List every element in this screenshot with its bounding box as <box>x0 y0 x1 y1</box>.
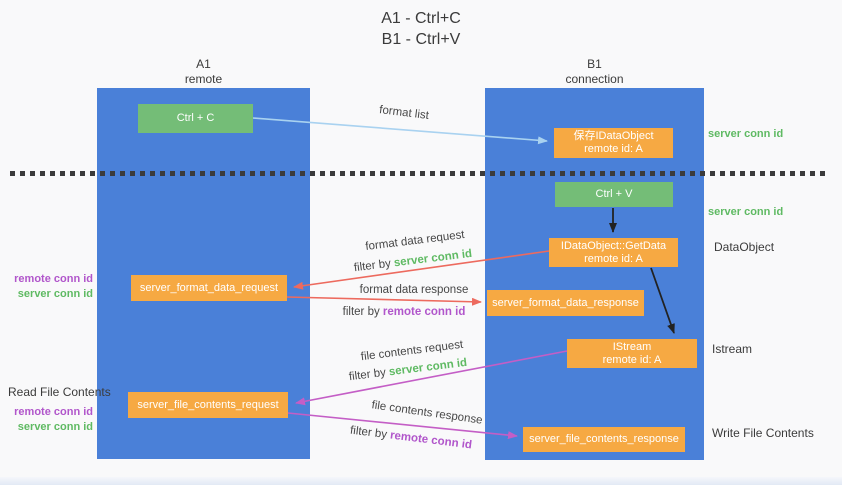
node-idataobject-getdata-line2: remote id: A <box>584 252 643 265</box>
label-file-contents-response: file contents response <box>370 399 484 427</box>
lane-left-name: A1 <box>196 57 211 71</box>
window-bottom-edge <box>0 477 842 485</box>
page-title: A1 - Ctrl+C B1 - Ctrl+V <box>280 8 562 50</box>
node-server-file-contents-response: server_file_contents_response <box>523 427 685 452</box>
lane-header-left: A1 remote <box>97 57 310 87</box>
label-filter-by-remote-conn-id-2: filter by remote conn id <box>349 425 472 452</box>
node-ctrl-c: Ctrl + C <box>138 104 253 133</box>
label-server-conn-id-left-1: server conn id <box>17 288 93 300</box>
node-istream-line2: remote id: A <box>602 353 662 366</box>
node-server-format-data-response-label: server_format_data_response <box>492 296 639 309</box>
lane-right-sub: connection <box>565 72 624 86</box>
node-server-file-contents-request-label: server_file_contents_request <box>137 398 279 411</box>
node-server-file-contents-response-label: server_file_contents_response <box>529 433 679 445</box>
left-conn-id-stack-2: remote conn id server conn id <box>8 405 93 435</box>
label-write-file-contents: Write File Contents <box>712 426 814 440</box>
label-remote-conn-id-left-2: remote conn id <box>14 406 93 418</box>
node-save-idataobject-line1: 保存IDataObject <box>573 130 654 142</box>
phase-separator-dotted-line <box>10 171 826 176</box>
label-format-list: format list <box>378 104 430 122</box>
remote-conn-id-highlight: remote conn id <box>382 306 466 318</box>
server-conn-id-highlight: server conn id <box>393 247 473 270</box>
title-line-a1: A1 - Ctrl+C <box>381 10 461 27</box>
node-server-format-data-request: server_format_data_request <box>131 275 287 301</box>
label-server-conn-id-mid: server conn id <box>708 206 784 218</box>
label-filter-by-remote-conn-id-1: filter by remote conn id <box>343 306 466 318</box>
left-conn-id-stack-1: remote conn id server conn id <box>8 272 93 302</box>
node-istream: IStream remote id: A <box>567 339 697 368</box>
node-server-file-contents-request: server_file_contents_request <box>128 392 288 418</box>
label-read-file-contents: Read File Contents <box>8 385 111 399</box>
label-format-data-response: format data response <box>359 284 469 296</box>
node-server-format-data-request-label: server_format_data_request <box>139 281 279 294</box>
arrow-format-data-response <box>286 296 482 306</box>
lane-left-sub: remote <box>184 72 223 86</box>
lane-right-name: B1 <box>587 57 602 71</box>
label-istream: Istream <box>712 342 753 356</box>
node-ctrl-v-label: Ctrl + V <box>595 188 633 200</box>
server-conn-id-highlight: server conn id <box>388 356 468 379</box>
node-idataobject-getdata: IDataObject::GetData remote id: A <box>549 238 678 267</box>
filter-by-prefix: filter by <box>353 257 395 275</box>
node-istream-line1: IStream <box>612 340 652 353</box>
label-dataobject: DataObject <box>714 240 775 254</box>
filter-by-prefix: filter by <box>349 424 391 442</box>
label-server-conn-id-top: server conn id <box>708 128 784 140</box>
node-ctrl-v: Ctrl + V <box>555 182 673 207</box>
node-server-format-data-response: server_format_data_response <box>487 290 644 316</box>
remote-conn-id-highlight: remote conn id <box>389 429 473 452</box>
node-save-idataobject-line2: remote id: A <box>584 143 643 155</box>
node-idataobject-getdata-line1: IDataObject::GetData <box>560 239 667 252</box>
node-ctrl-c-label: Ctrl + C <box>176 112 215 124</box>
label-server-conn-id-left-2: server conn id <box>17 421 93 433</box>
lane-header-right: B1 connection <box>485 57 704 87</box>
label-remote-conn-id-left-1: remote conn id <box>14 273 93 285</box>
filter-by-prefix: filter by <box>348 366 390 384</box>
node-save-idataobject: 保存IDataObject remote id: A <box>554 128 673 158</box>
filter-by-prefix: filter by <box>342 306 383 318</box>
title-line-b1: B1 - Ctrl+V <box>381 31 461 48</box>
